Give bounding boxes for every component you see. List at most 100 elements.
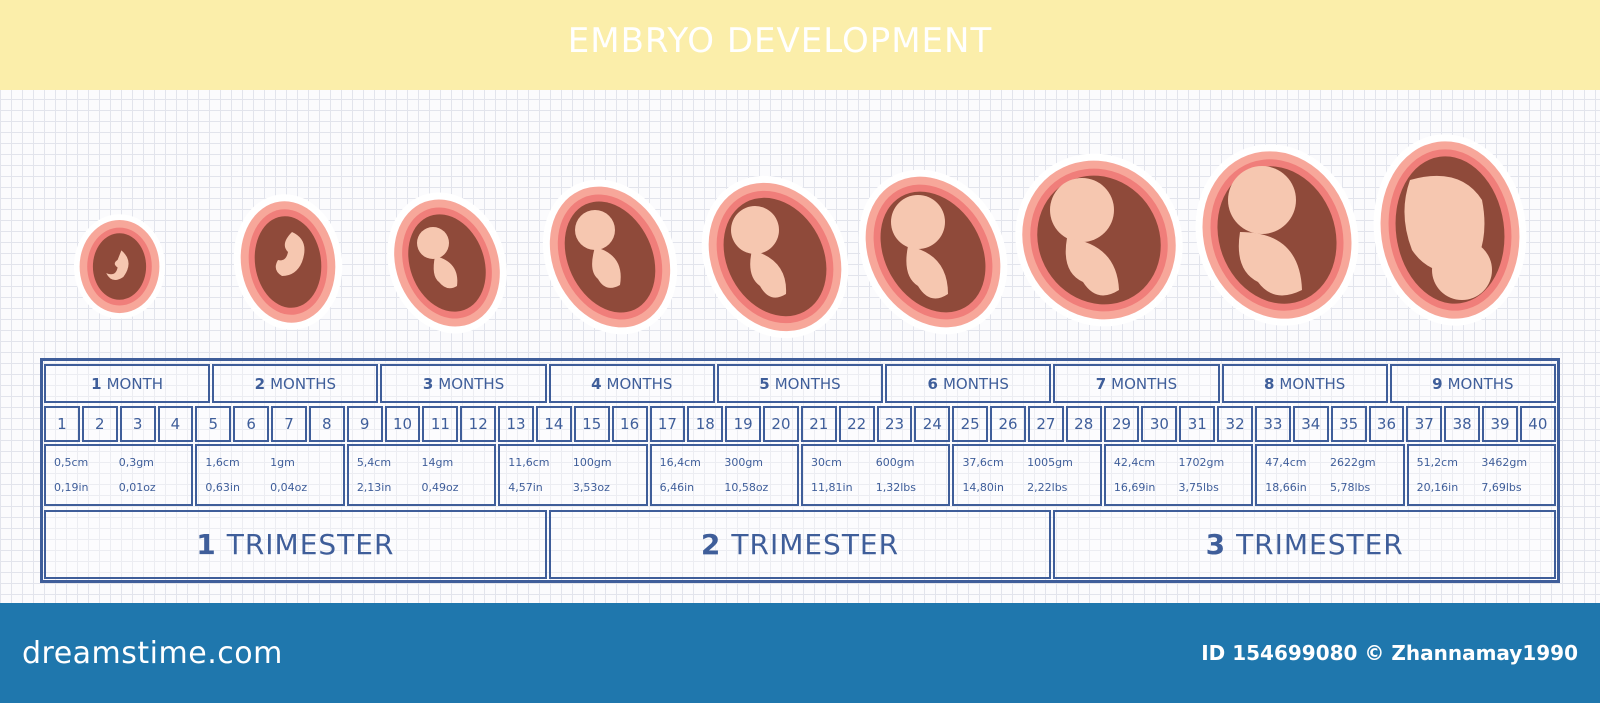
measure-length-in: 11,81in (811, 481, 853, 494)
measure-length-cm: 51,2cm (1416, 456, 1458, 469)
month-label: MONTHS (1447, 374, 1514, 393)
measure-length-cm: 1,6cm (205, 456, 240, 469)
measure-length-cm: 5,4cm (356, 456, 392, 469)
header-banner: EMBRYO DEVELOPMENT (0, 0, 1600, 90)
measure-weight-oz: 5,78lbs (1329, 481, 1371, 494)
measure-weight-g: 300gm (724, 456, 764, 469)
week-cell: 36 (1368, 406, 1405, 442)
week-cell: 3 (119, 406, 156, 442)
embryo-month-2-icon (232, 192, 344, 332)
measure-weight-g: 14gm (421, 456, 454, 469)
week-cell: 7 (271, 406, 307, 442)
footer-bar: dreamstime.com ID 154699080 © Zhannamay1… (0, 603, 1600, 703)
measure-length-in: 16,69in (1113, 481, 1156, 494)
week-cell: 17 (649, 406, 686, 442)
measure-length-in: 4,57in (508, 481, 543, 494)
month-number: 7 (1095, 374, 1107, 393)
week-cell: 22 (838, 406, 875, 442)
month-number: 8 (1263, 374, 1275, 393)
month-number: 2 (254, 374, 266, 393)
measure-weight-oz: 0,04oz (270, 481, 308, 494)
trimester-label: TRIMESTER (226, 528, 395, 561)
week-cell: 32 (1217, 406, 1253, 442)
measure-weight-g: 1005gm (1027, 456, 1073, 469)
measure-length-in: 20,16in (1416, 481, 1459, 494)
week-cell: 29 (1103, 406, 1140, 442)
trimester-number: 2 (700, 528, 722, 561)
week-cell: 12 (460, 406, 497, 442)
measure-length-cm: 0,5cm (54, 456, 89, 469)
week-cell: 34 (1292, 406, 1329, 442)
month-label: MONTHS (942, 374, 1009, 393)
week-cell: 25 (952, 406, 989, 442)
week-cell: 35 (1330, 406, 1367, 442)
embryo-month-8-icon (1192, 140, 1362, 330)
measure-length-in: 18,66in (1265, 481, 1307, 494)
measure-length-in: 0,19in (54, 481, 89, 494)
month-label: MONTHS (1111, 374, 1178, 393)
measure-weight-oz: 0,49oz (421, 481, 459, 494)
measure-length-cm: 37,6cm (962, 456, 1004, 469)
image-credit: ID 154699080 © Zhannamay1990 (1201, 641, 1578, 665)
measure-weight-oz: 2,22lbs (1027, 481, 1068, 494)
week-cell: 21 (800, 406, 837, 442)
week-cell: 9 (346, 406, 383, 442)
embryo-month-6-icon (858, 162, 1008, 342)
month-label: MONTHS (270, 374, 337, 393)
week-cell: 10 (384, 406, 421, 442)
trimester-cell: 1 TRIMESTER (44, 510, 547, 579)
measurement-cell: 5,4cm 14gm 2,13in 0,49oz (346, 444, 497, 506)
embryo-month-9-icon (1370, 130, 1530, 330)
week-cell: 5 (195, 406, 232, 442)
week-cell: 27 (1027, 406, 1064, 442)
week-cell: 30 (1141, 406, 1178, 442)
measure-length-in: 0,63in (205, 481, 240, 494)
embryo-illustrations (0, 120, 1600, 350)
week-cell: 8 (308, 406, 345, 442)
measure-weight-oz: 7,69lbs (1481, 481, 1522, 494)
month-label: MONTHS (606, 374, 673, 393)
measure-weight-g: 600gm (875, 456, 915, 469)
week-cell: 39 (1482, 406, 1518, 442)
measure-weight-oz: 1,32lbs (875, 481, 916, 494)
week-cell: 13 (498, 406, 534, 442)
trimester-label: TRIMESTER (1236, 528, 1404, 561)
week-cell: 2 (81, 406, 118, 442)
measure-weight-oz: 3,53oz (572, 481, 610, 494)
embryo-month-4-icon (540, 175, 680, 340)
measure-weight-oz: 10,58oz (724, 481, 769, 494)
measure-weight-g: 3462gm (1481, 456, 1528, 469)
trimester-number: 1 (196, 528, 217, 561)
month-label: MONTHS (1279, 374, 1346, 393)
measure-length-cm: 11,6cm (508, 456, 550, 469)
measure-weight-g: 1gm (270, 456, 295, 469)
week-cell: 11 (422, 406, 459, 442)
week-cell: 18 (687, 406, 724, 442)
month-number: 4 (591, 374, 602, 393)
measure-weight-g: 1702gm (1178, 456, 1225, 469)
month-number: 9 (1432, 374, 1443, 393)
month-number: 1 (91, 374, 102, 393)
week-cell: 6 (233, 406, 270, 442)
week-cell: 1 (44, 406, 80, 442)
measure-weight-oz: 0,01oz (118, 481, 156, 494)
measure-length-in: 2,13in (356, 481, 392, 494)
brand-logo: dreamstime.com (22, 635, 283, 671)
